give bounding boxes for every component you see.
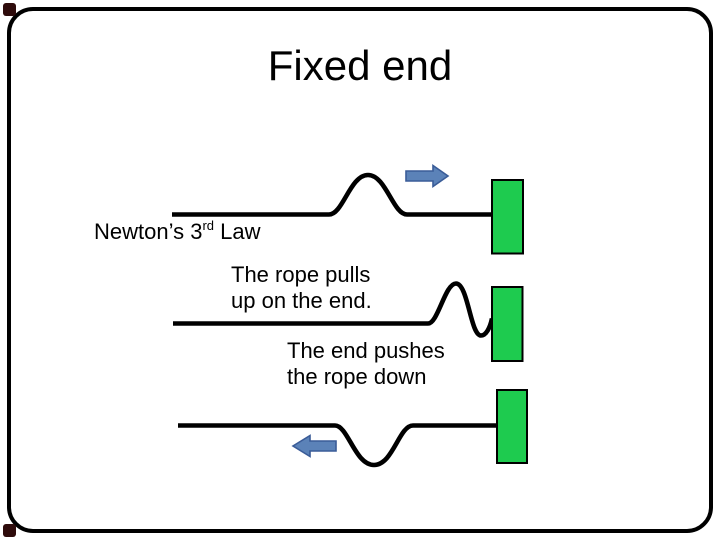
rope-3 <box>178 423 498 468</box>
diagram-pulse-at-wall <box>173 281 524 362</box>
corner-accent-top-left <box>3 3 16 16</box>
caption-end-pushes-line2: the rope down <box>287 364 427 389</box>
newtons-law-superscript: rd <box>202 217 214 233</box>
fixed-wall-3 <box>496 389 528 464</box>
caption-rope-pulls-line2: up on the end. <box>231 288 372 313</box>
newtons-law-base: Newton’s 3 <box>94 219 203 244</box>
diagram-incoming-pulse <box>172 163 524 255</box>
corner-accent-bottom-left <box>3 524 16 537</box>
fixed-wall-2 <box>491 286 524 362</box>
rope-2 <box>173 281 495 338</box>
newtons-law-label: Newton’s 3rd Law <box>94 219 260 245</box>
fixed-wall-1 <box>491 179 524 255</box>
arrow-right-icon <box>405 163 450 189</box>
rope-1 <box>172 172 492 217</box>
slide-title: Fixed end <box>267 42 453 89</box>
caption-end-pushes-line1: The end pushes <box>287 338 445 363</box>
caption-rope-pulls-line1: The rope pulls <box>231 262 371 287</box>
diagram-reflected-pulse <box>178 389 528 468</box>
arrow-left-icon <box>291 434 337 458</box>
newtons-law-rest: Law <box>214 219 261 244</box>
